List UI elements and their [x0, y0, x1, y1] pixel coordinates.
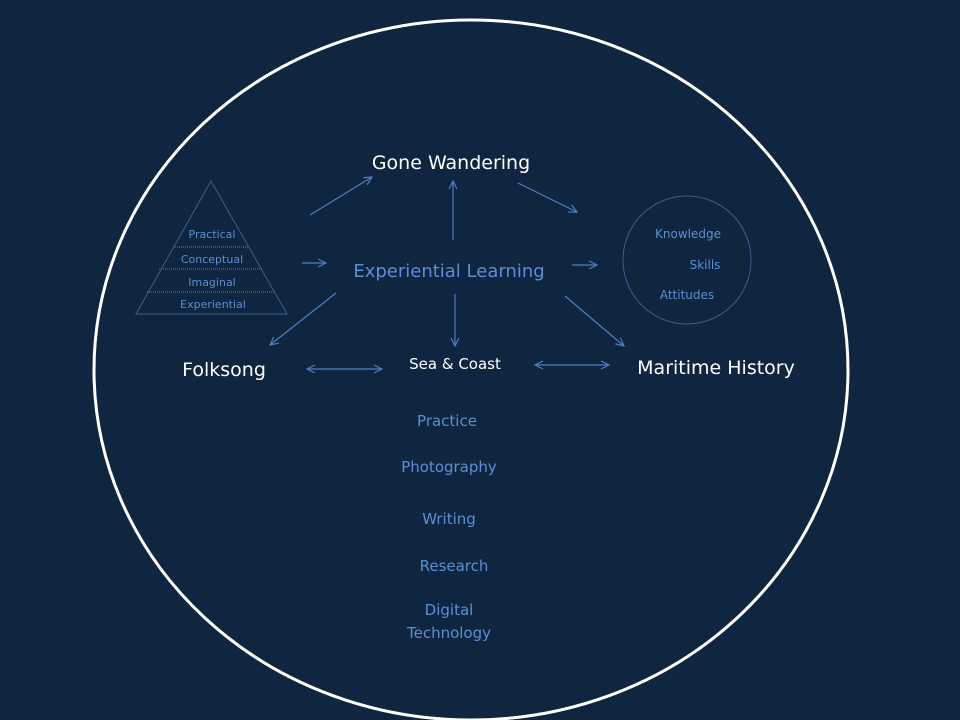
pyramid: Practical Conceptual Imaginal Experienti…: [135, 179, 288, 315]
outcome-skills: Skills: [690, 258, 721, 272]
practice-item: Photography: [401, 458, 497, 476]
node-maritime-history: Maritime History: [637, 357, 795, 379]
practice-item: Writing: [422, 510, 476, 528]
pyramid-level-practical: Practical: [189, 228, 236, 241]
pyramid-level-conceptual: Conceptual: [181, 253, 243, 266]
practice-item: Technology: [406, 624, 491, 642]
practice-item: Practice: [417, 412, 477, 430]
node-folksong: Folksong: [182, 359, 266, 381]
practice-item: Research: [420, 557, 489, 575]
practice-item: Digital: [425, 601, 474, 619]
outcome-knowledge: Knowledge: [655, 227, 721, 241]
outer-ellipse: [92, 18, 850, 720]
node-gone-wandering: Gone Wandering: [372, 152, 530, 174]
pyramid-level-imaginal: Imaginal: [188, 276, 236, 289]
arrow: [309, 177, 372, 216]
arrow: [564, 295, 624, 346]
arrows: [270, 177, 624, 369]
arrow: [270, 292, 337, 345]
pyramid-level-experiential: Experiential: [180, 298, 246, 311]
node-sea-coast: Sea & Coast: [409, 355, 501, 373]
outcome-attitudes: Attitudes: [660, 288, 714, 302]
node-experiential-learning: Experiential Learning: [353, 261, 544, 282]
outcomes-circle: Knowledge Skills Attitudes: [622, 195, 752, 325]
arrow: [517, 182, 577, 212]
